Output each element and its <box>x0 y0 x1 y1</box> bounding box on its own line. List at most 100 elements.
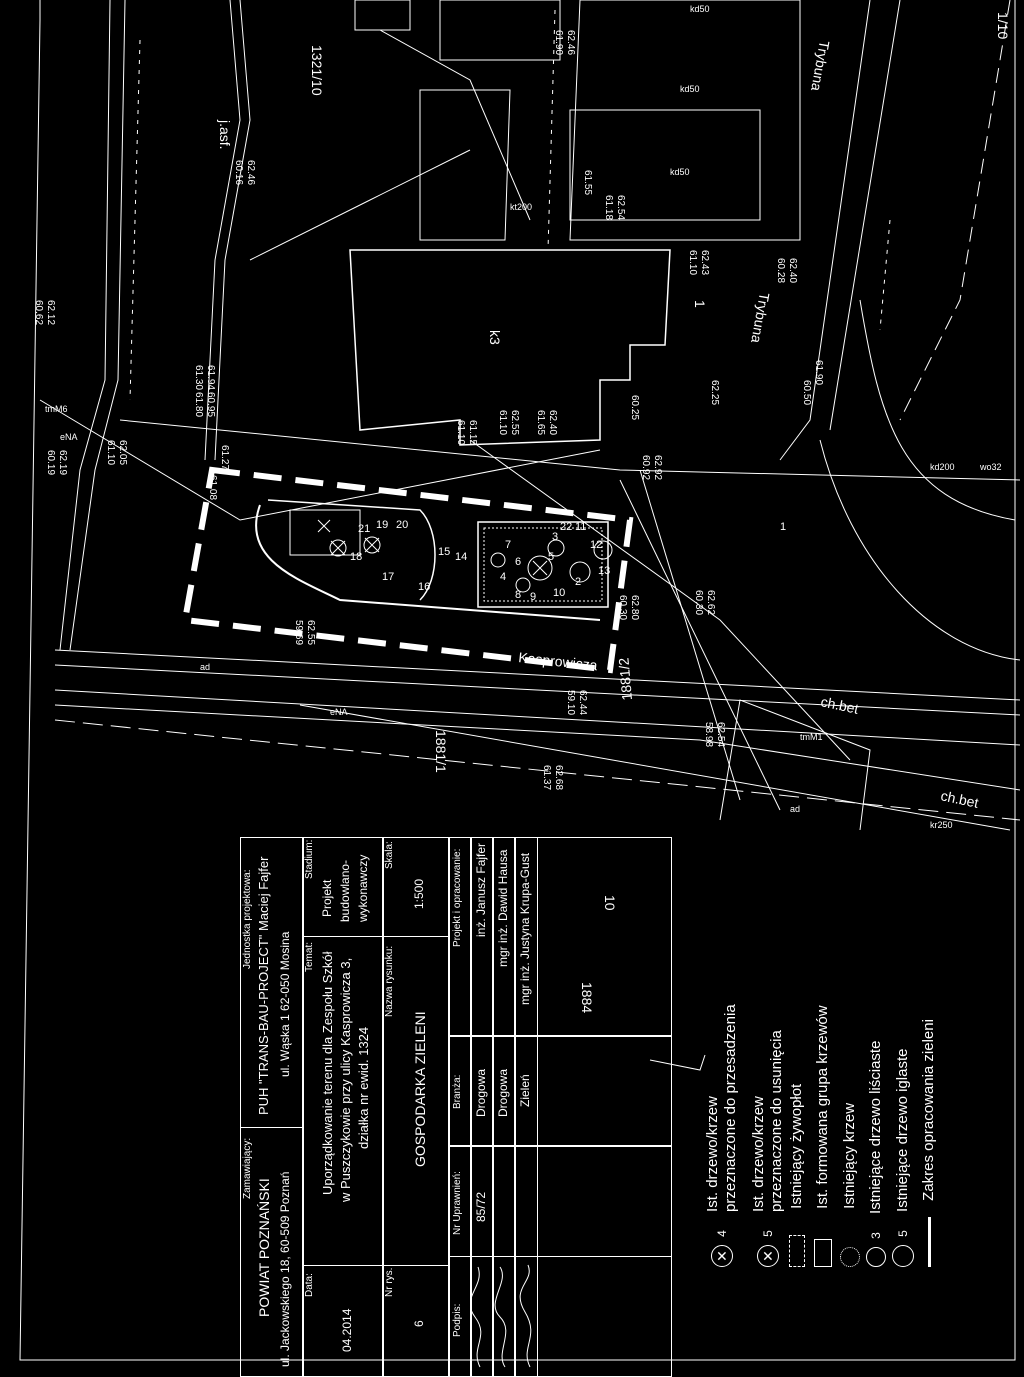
sheet-border <box>19 0 1016 1361</box>
elevation-label: 61.94 <box>205 365 216 390</box>
topic-line: Uporządkowanie terenu dla Zespołu Szkół <box>320 951 335 1195</box>
legend-item-transplant: ✕ 4 Ist. drzewo/krzew przeznaczone do pr… <box>704 1004 740 1267</box>
parcel-label: 1884 <box>579 982 595 1013</box>
designer-name: PUH "TRANS-BAU-PROJECT" Maciej Fajfer <box>256 856 271 1115</box>
parcel-label: 1881/2 <box>615 657 635 701</box>
utility-label: eNA <box>60 432 78 442</box>
drawing-name-label: Nazwa rysunku: <box>384 945 395 1017</box>
stage-label: Stadium: <box>304 839 315 879</box>
tree-marker <box>547 539 565 557</box>
plant-number: 14 <box>455 551 467 563</box>
shrub-group-icon <box>814 1239 833 1267</box>
stage-value: wykonawczy <box>356 854 370 922</box>
elevation-label: 61.08 <box>207 475 218 500</box>
drawing-name: GOSPODARKA ZIELENI <box>412 1011 428 1167</box>
plant-number: 6 <box>515 556 521 568</box>
legend-label: Ist. formowana grupa krzewów <box>814 1005 831 1209</box>
legend-label: Ist. drzewo/krzew <box>704 1096 721 1212</box>
legend-number: 3 <box>868 1232 883 1239</box>
road-edge <box>69 0 126 651</box>
legend-label: Istniejący żywopłot <box>788 1083 805 1209</box>
plant-number: 3 <box>552 531 558 543</box>
surface-label: ch.bet <box>819 693 860 717</box>
elevation-label: 62.68 <box>553 765 564 790</box>
topic-line: działka nr ewid. 1324 <box>356 1026 371 1149</box>
elevation-label: 62.12 <box>45 300 56 325</box>
elevation-label: 62.55 <box>509 410 520 435</box>
legend-label: Ist. drzewo/krzew <box>750 1096 767 1212</box>
elevation-label: 62.19 <box>57 450 68 475</box>
legend-item-shrub-group: Ist. formowana grupa krzewów <box>814 1005 833 1267</box>
elevation-label: 61.15 <box>467 420 478 445</box>
road-edge <box>59 0 111 651</box>
elevation-label: 61.90 <box>813 360 824 385</box>
utility-label: kr250 <box>930 820 953 830</box>
legend-number: 5 <box>895 1230 910 1237</box>
client-label: Zamawiający: <box>242 1137 253 1199</box>
plant-number: 19 <box>376 519 388 531</box>
tree-marker <box>363 536 381 554</box>
elevation-label: 62.55 <box>305 620 316 645</box>
signature-scribbles <box>470 1264 532 1368</box>
parcel-label: 10 <box>602 895 618 911</box>
drawing-no-label: Nr rys. <box>384 1267 395 1297</box>
hedge-icon <box>789 1235 806 1267</box>
legend: Zakres opracowania zieleni 5 Istniejące … <box>670 837 1020 1377</box>
elevation-label: 62.40 <box>787 258 798 283</box>
plant-number: 8 <box>515 589 521 601</box>
plant-number: 21 <box>358 523 370 535</box>
track-arc <box>859 299 1016 521</box>
map-marker <box>649 1054 706 1071</box>
survey-line <box>639 469 741 801</box>
hedge-outline <box>483 527 603 602</box>
utility-label: eNA <box>330 707 348 717</box>
building-outline <box>439 0 561 61</box>
client-name: POWIAT POZNAŃSKI <box>256 1178 272 1317</box>
road-edge <box>204 0 241 461</box>
footpath <box>267 499 436 601</box>
planting-bed <box>477 521 609 608</box>
road-edge <box>214 0 251 461</box>
surface-label: k3 <box>487 330 503 345</box>
team-license: 85/72 <box>474 1191 488 1222</box>
plant-number: 20 <box>396 519 408 531</box>
street-line <box>54 719 1021 821</box>
survey-line <box>547 9 556 251</box>
elevation-label: 60.19 <box>45 450 56 475</box>
team-branch: Zieleń <box>518 1074 532 1107</box>
plant-number: 2 <box>575 576 581 588</box>
building-outline <box>419 89 511 241</box>
elevation-label: 60.92 <box>640 455 651 480</box>
stage-value: budowlano- <box>338 859 352 922</box>
elevation-label: 62.62 <box>705 590 716 615</box>
legend-number: 5 <box>760 1230 775 1237</box>
elevation-label: 62.54 <box>715 722 726 747</box>
deciduous-tree-icon <box>866 1247 886 1267</box>
legend-label: Istniejące drzewo iglaste <box>893 1048 911 1212</box>
track-arc <box>819 439 1021 661</box>
team-branch: Drogowa <box>496 1068 510 1117</box>
survey-line <box>249 149 471 261</box>
plant-number: 22 <box>560 521 572 533</box>
elevation-label: 60.30 <box>617 595 628 620</box>
tree-marker <box>515 577 531 593</box>
transplant-tree-icon: ✕ <box>711 1245 733 1267</box>
elevation-label: 62.46 <box>565 30 576 55</box>
surface-label: j.asf. <box>217 119 233 150</box>
surface-label: ch.bet <box>939 787 980 811</box>
date-label: Data: <box>304 1273 315 1297</box>
signature-label: Podpis: <box>452 1303 463 1337</box>
legend-number: 4 <box>714 1230 729 1237</box>
elevation-label: 62.54 <box>615 195 626 220</box>
license-label: Nr Uprawnień: <box>452 1171 463 1235</box>
elevation-label: 62.44 <box>577 690 588 715</box>
client-address: ul. Jackowskiego 18, 60-509 Poznań <box>278 1171 292 1367</box>
plant-number: 7 <box>505 539 511 551</box>
branch-label: Branża: <box>452 1074 463 1109</box>
legend-item-shrub: Istniejący krzew <box>840 1103 860 1267</box>
parcel-label: 1321/10 <box>309 45 325 96</box>
plant-number: 18 <box>350 551 362 563</box>
conifer-tree-icon <box>892 1245 914 1267</box>
boundary-line <box>779 0 871 461</box>
